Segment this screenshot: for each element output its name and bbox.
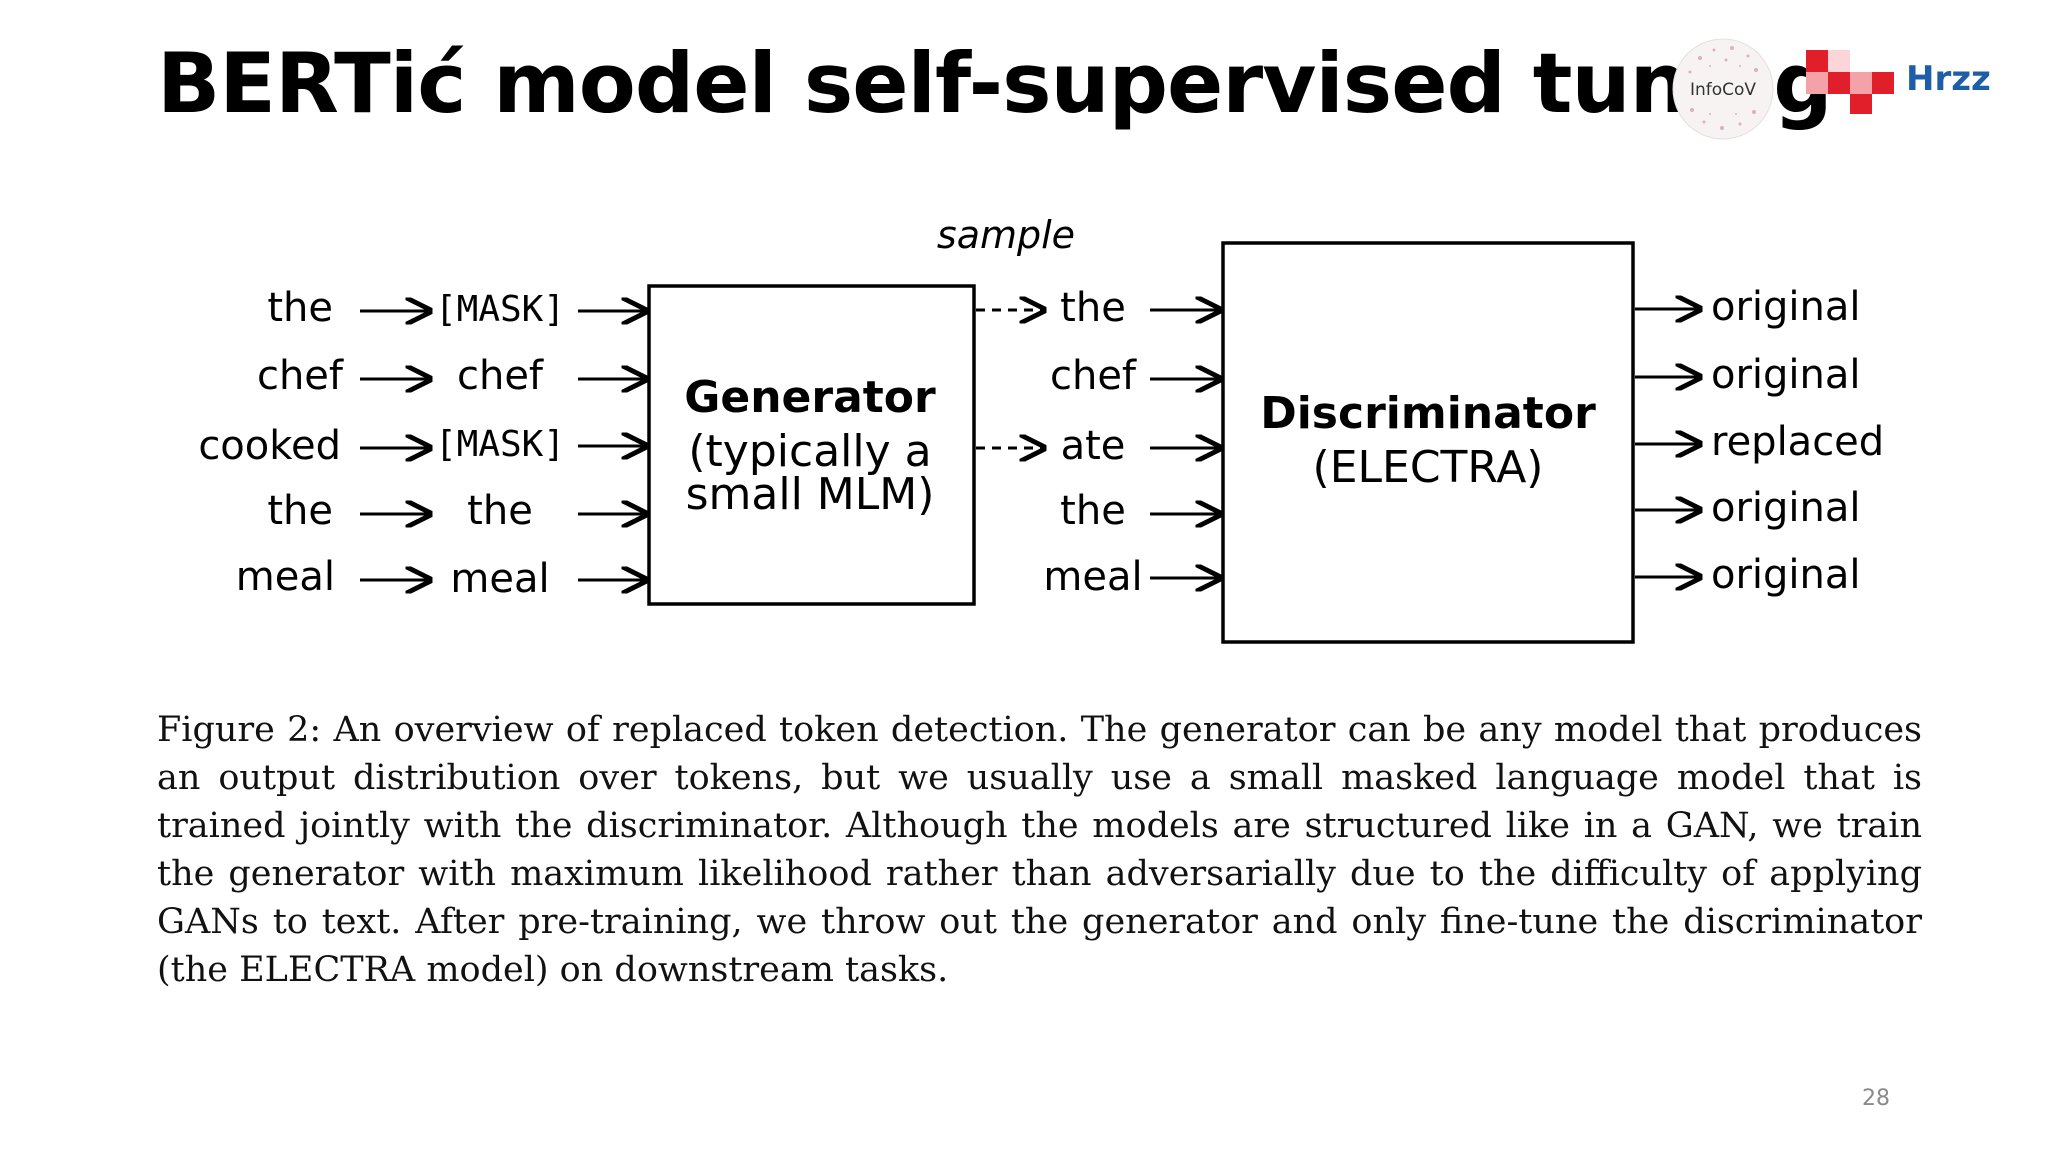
masked-tokens: [MASK] chef [MASK] the meal: [435, 289, 565, 602]
discriminator-box: Discriminator (ELECTRA): [1221, 241, 1635, 644]
masked-token: the: [467, 488, 533, 534]
sampled-tokens: the chef ate the meal: [1043, 285, 1142, 600]
output-arrows: [1635, 309, 1700, 577]
generator-title: Generator: [684, 372, 936, 423]
sampled-token: ate: [1061, 423, 1126, 469]
input-token: the: [267, 285, 333, 331]
replaced-token-detection-diagram: sample the chef cooked the meal [MASK] c…: [198, 213, 1884, 644]
input-token: the: [267, 488, 333, 534]
masked-token: [MASK]: [435, 289, 565, 330]
sample-label: sample: [937, 213, 1075, 257]
generator-subtitle-line1: (typically a: [688, 426, 931, 477]
input-tokens: the chef cooked the meal: [198, 285, 344, 600]
sampled-token: the: [1060, 285, 1126, 331]
output-label: original: [1711, 485, 1861, 531]
input-token: meal: [236, 554, 335, 600]
masked-token: meal: [450, 556, 549, 602]
slide-title: BERTić model self-supervised tuning: [157, 35, 1833, 132]
input-token: chef: [257, 353, 344, 399]
hrzz-logo-text: Hrzz: [1906, 59, 1991, 99]
sample-arrows: [976, 310, 1044, 448]
generator-input-arrows: [578, 311, 646, 580]
masked-token: [MASK]: [435, 424, 565, 465]
sampled-token: meal: [1043, 554, 1142, 600]
discriminator-subtitle: (ELECTRA): [1313, 442, 1544, 493]
infocov-logo: InfoCoV: [1672, 38, 1774, 140]
input-token: cooked: [198, 423, 341, 469]
output-label: original: [1711, 352, 1861, 398]
output-labels: original original replaced original orig…: [1711, 284, 1884, 598]
output-label: original: [1711, 284, 1861, 330]
output-label: original: [1711, 552, 1861, 598]
generator-box: Generator (typically a small MLM): [647, 284, 976, 606]
masked-token: chef: [457, 353, 544, 399]
page-number: 28: [1862, 1086, 1890, 1111]
discriminator-input-arrows: [1150, 310, 1220, 578]
hrzz-logo: Hrzz: [1806, 50, 1991, 114]
infocov-logo-text: InfoCoV: [1690, 80, 1756, 100]
output-label: replaced: [1711, 419, 1884, 465]
discriminator-title: Discriminator: [1260, 388, 1596, 439]
masking-arrows: [360, 311, 430, 580]
generator-subtitle-line2: small MLM): [686, 469, 935, 520]
figure-caption: Figure 2: An overview of replaced token …: [157, 710, 1922, 990]
sampled-token: the: [1060, 488, 1126, 534]
sampled-token: chef: [1050, 353, 1137, 399]
